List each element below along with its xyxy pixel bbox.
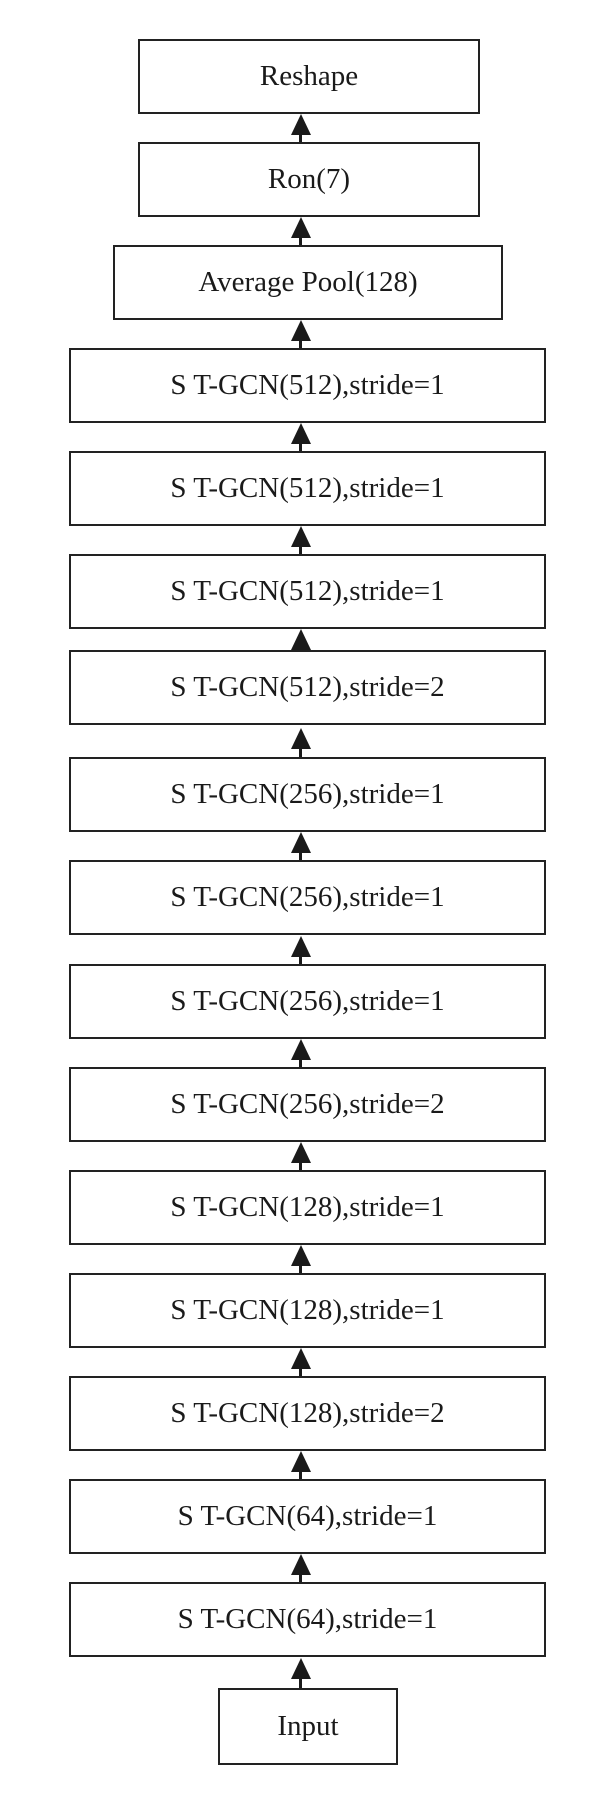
block-stgcn: S T-GCN(256),stride=1 — [69, 860, 546, 935]
block-stgcn: S T-GCN(128),stride=2 — [69, 1376, 546, 1451]
block-label: Reshape — [259, 60, 359, 92]
block-label: S T-GCN(64),stride=1 — [177, 1603, 438, 1635]
block-stgcn: S T-GCN(64),stride=1 — [69, 1582, 546, 1657]
block-label: S T-GCN(256),stride=1 — [170, 985, 445, 1017]
block-label: Input — [277, 1710, 339, 1742]
block-stgcn: S T-GCN(128),stride=1 — [69, 1273, 546, 1348]
block-stgcn: S T-GCN(512),stride=1 — [69, 554, 546, 629]
block-input: Input — [218, 1688, 398, 1765]
block-stgcn: S T-GCN(512),stride=2 — [69, 650, 546, 725]
block-label: S T-GCN(256),stride=2 — [170, 1088, 445, 1120]
block-label: S T-GCN(256),stride=1 — [170, 778, 445, 810]
block-label: S T-GCN(128),stride=1 — [170, 1294, 445, 1326]
block-label: Average Pool(128) — [198, 266, 418, 298]
block-stgcn: S T-GCN(256),stride=2 — [69, 1067, 546, 1142]
block-stgcn: S T-GCN(512),stride=1 — [69, 348, 546, 423]
block-stgcn: S T-GCN(256),stride=1 — [69, 964, 546, 1039]
block-label: S T-GCN(128),stride=1 — [170, 1191, 445, 1223]
block-stgcn: S T-GCN(256),stride=1 — [69, 757, 546, 832]
block-stgcn: S T-GCN(64),stride=1 — [69, 1479, 546, 1554]
block-label: S T-GCN(128),stride=2 — [170, 1397, 445, 1429]
block-average-pool: Average Pool(128) — [113, 245, 503, 320]
block-label: S T-GCN(64),stride=1 — [177, 1500, 438, 1532]
block-label: Ron(7) — [267, 163, 351, 195]
block-label: S T-GCN(512),stride=1 — [170, 575, 445, 607]
block-label: S T-GCN(256),stride=1 — [170, 881, 445, 913]
block-stgcn: S T-GCN(512),stride=1 — [69, 451, 546, 526]
block-label: S T-GCN(512),stride=1 — [170, 369, 445, 401]
block-label: S T-GCN(512),stride=1 — [170, 472, 445, 504]
block-ron: Ron(7) — [138, 142, 480, 217]
block-stgcn: S T-GCN(128),stride=1 — [69, 1170, 546, 1245]
block-reshape: Reshape — [138, 39, 480, 114]
block-label: S T-GCN(512),stride=2 — [170, 671, 445, 703]
